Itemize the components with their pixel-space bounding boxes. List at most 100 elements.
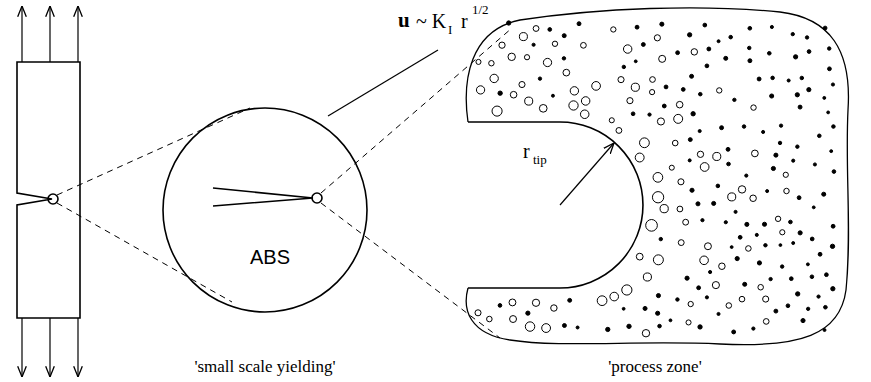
void: [730, 246, 733, 249]
void: [739, 296, 745, 302]
void: [783, 172, 788, 177]
void: [526, 311, 530, 315]
void: [677, 206, 683, 212]
void: [824, 305, 828, 309]
void: [683, 219, 689, 225]
radius-arrow: [560, 143, 614, 205]
void: [542, 324, 551, 333]
void: [712, 201, 716, 205]
void: [709, 270, 712, 273]
void: [745, 222, 749, 226]
void: [823, 329, 826, 332]
void: [780, 265, 783, 268]
void: [581, 97, 589, 105]
void: [699, 92, 703, 96]
void: [717, 88, 722, 93]
void: [519, 33, 527, 41]
void: [658, 324, 662, 328]
void: [700, 163, 709, 172]
void: [786, 304, 790, 308]
void: [791, 32, 794, 35]
void: [720, 126, 724, 130]
void: [649, 90, 654, 95]
void: [774, 153, 778, 157]
void: [823, 96, 826, 99]
void: [763, 296, 769, 302]
void: [801, 319, 805, 323]
void: [648, 113, 651, 116]
void: [793, 55, 797, 59]
void: [738, 235, 742, 239]
void: [807, 88, 811, 92]
void: [724, 221, 727, 224]
caption: 'process zone': [608, 358, 701, 375]
void: [806, 263, 809, 266]
void: [681, 88, 685, 92]
void: [690, 188, 694, 192]
void: [831, 287, 835, 291]
void: [475, 310, 481, 316]
void: [643, 306, 647, 310]
void: [789, 277, 793, 281]
void: [698, 325, 702, 329]
void: [543, 58, 551, 66]
void: [767, 51, 771, 55]
void: [519, 81, 525, 87]
void: [827, 111, 830, 114]
void: [642, 330, 649, 337]
void: [660, 205, 668, 213]
void: [705, 296, 708, 299]
void: [532, 299, 539, 306]
void: [698, 130, 701, 133]
void: [669, 319, 672, 322]
void: [674, 114, 683, 123]
void: [757, 77, 761, 81]
void: [724, 56, 728, 60]
void: [687, 33, 691, 37]
void: [622, 285, 632, 295]
void: [606, 327, 610, 331]
void: [779, 124, 782, 127]
void: [592, 82, 601, 91]
void: [805, 36, 808, 39]
void: [551, 305, 557, 311]
subscript: I: [448, 23, 452, 36]
void: [691, 49, 697, 55]
void: [712, 282, 719, 289]
void: [678, 240, 684, 246]
void: [738, 186, 745, 193]
void: [779, 244, 782, 247]
void: [806, 307, 809, 310]
void: [784, 188, 789, 193]
void: [476, 86, 484, 94]
void: [728, 193, 736, 201]
void: [755, 233, 758, 236]
void: [764, 244, 767, 247]
void: [597, 296, 607, 306]
void: [676, 298, 679, 301]
void: [792, 242, 795, 245]
void: [771, 166, 775, 170]
specimen: [17, 62, 80, 318]
void: [688, 159, 691, 162]
void: [823, 26, 827, 30]
void: [507, 21, 511, 25]
void: [660, 22, 664, 26]
zoom-lines: [57, 28, 512, 338]
void: [656, 311, 660, 315]
void: [634, 60, 637, 63]
void: [664, 85, 668, 89]
void: [487, 316, 493, 322]
void: [827, 47, 830, 50]
void: [758, 284, 764, 290]
void: [650, 77, 656, 83]
void: [697, 286, 701, 290]
void: [627, 324, 631, 328]
void: [611, 27, 616, 32]
void: [831, 224, 835, 228]
void: [539, 104, 547, 112]
void: [810, 275, 814, 279]
void: [562, 34, 566, 38]
void: [548, 28, 552, 32]
